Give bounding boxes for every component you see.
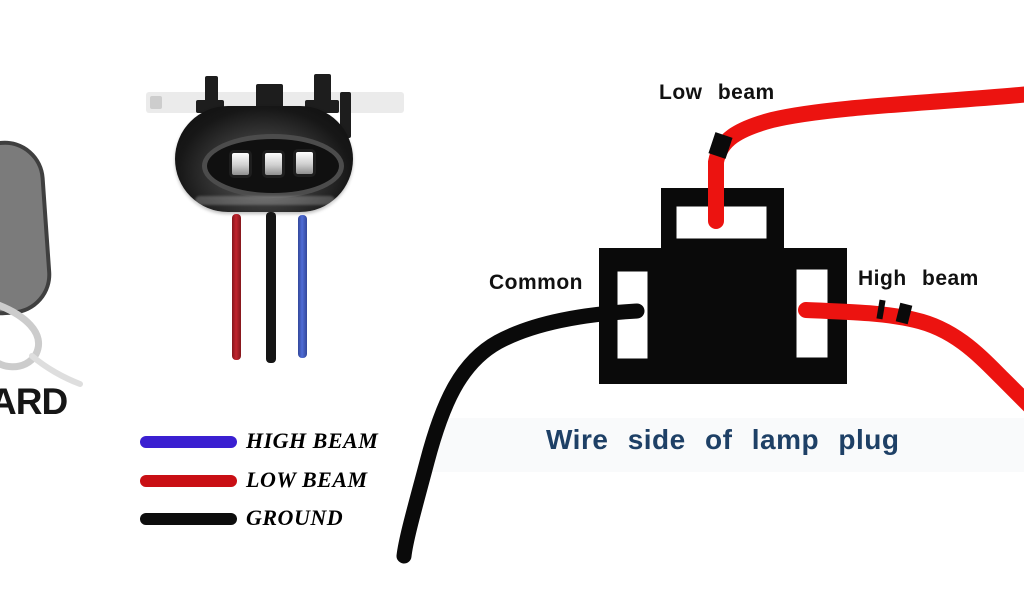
background-tint (430, 418, 1024, 472)
connector-highlight (195, 196, 335, 205)
connector-tab (340, 92, 351, 138)
low-beam-wire-band (708, 132, 733, 159)
connector-pin (262, 150, 285, 178)
common-wire (396, 303, 645, 564)
legend-label-ground: GROUND (246, 505, 344, 530)
legend-swatch-ground (140, 513, 237, 525)
connector-tab-fragment (150, 96, 162, 109)
legend-label-high-beam: HIGH BEAM (246, 428, 379, 453)
photo-wire-blue (298, 215, 307, 358)
common-label: Common (489, 271, 583, 294)
high-beam-wire-band (895, 302, 913, 325)
low-beam-label: Low beam (659, 81, 775, 104)
high-beam-wire-band (876, 299, 886, 320)
legend-label-low-beam: LOW BEAM (246, 467, 368, 492)
photo-wire-red (232, 214, 241, 360)
legend-swatch-low-beam (140, 475, 237, 487)
paperclip-loop (0, 301, 83, 387)
connector-pin (293, 149, 316, 177)
high-beam-label: High beam (858, 267, 979, 290)
diagram-caption: Wire side of lamp plug (546, 424, 900, 455)
partial-brand-text: ARD (0, 381, 68, 422)
legend-swatch-high-beam (140, 436, 237, 448)
high-beam-wire (798, 302, 1024, 412)
connector-pin (229, 150, 252, 178)
photo-wire-black (266, 212, 276, 363)
